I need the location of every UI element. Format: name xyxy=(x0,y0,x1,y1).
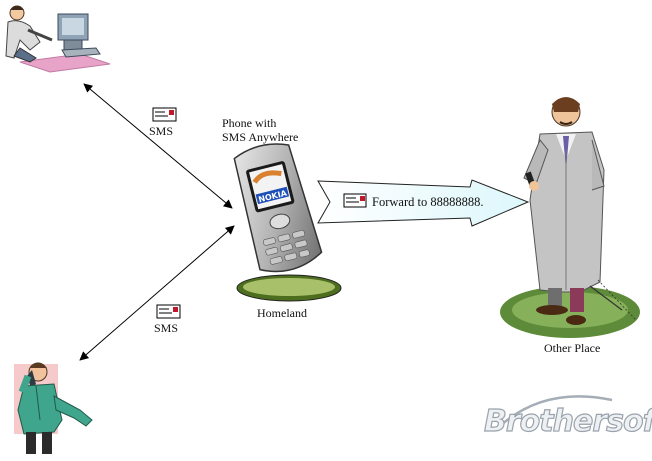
brothersoft-watermark: Brothersoft xyxy=(483,403,652,439)
sms-label-top: SMS xyxy=(149,124,174,138)
forward-label: Forward to 88888888. xyxy=(372,195,484,209)
sms-arrow-top xyxy=(83,83,233,209)
phone-caption-line1: Phone with xyxy=(222,116,277,130)
watermark-arc xyxy=(499,395,613,427)
traveler-man-illustration xyxy=(500,97,640,338)
forward-arrow xyxy=(317,179,530,227)
homeland-label: Homeland xyxy=(257,306,307,320)
envelope-icon-top xyxy=(152,107,177,122)
nokia-phone-illustration: NOKIA xyxy=(233,143,323,273)
caller-man-illustration xyxy=(14,362,93,454)
sms-arrow-bottom xyxy=(79,225,235,361)
homeland-pad xyxy=(236,274,342,302)
phone-caption: Phone with SMS Anywhere xyxy=(222,116,298,144)
envelope-icon-forward xyxy=(343,193,367,208)
envelope-icon-bottom xyxy=(156,304,181,319)
office-worker-illustration xyxy=(5,5,111,73)
sms-label-bottom: SMS xyxy=(154,321,179,335)
phone-caption-line2: SMS Anywhere xyxy=(222,130,299,144)
other-place-label: Other Place xyxy=(544,341,601,355)
